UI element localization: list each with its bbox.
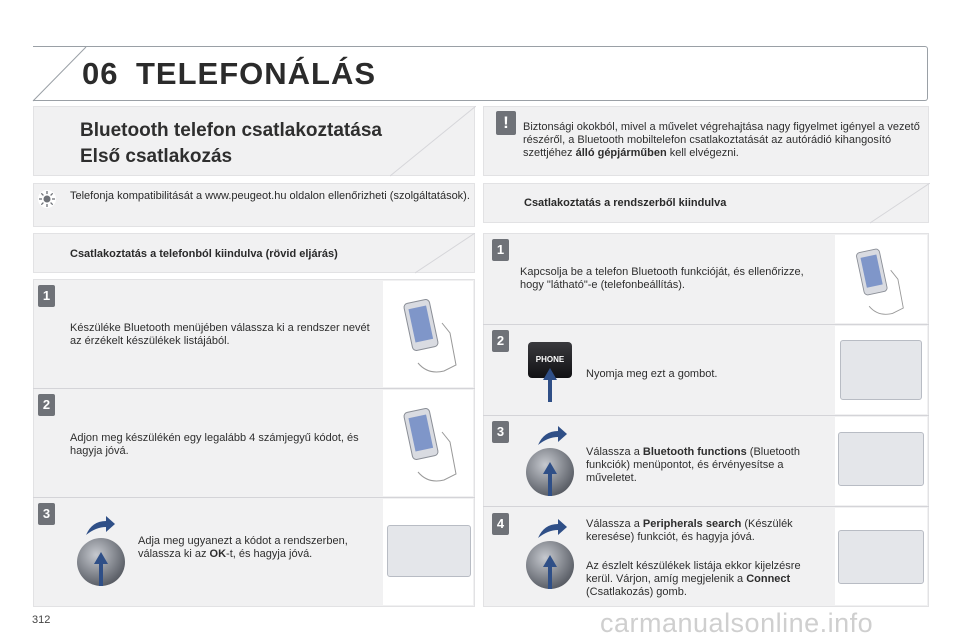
chapter-number: 06 — [82, 56, 119, 91]
step-text: Válassza a Peripherals search (Készülék … — [586, 518, 793, 543]
step-number-badge: 3 — [492, 421, 509, 443]
step-number-badge: 4 — [492, 513, 509, 535]
step-number-badge: 1 — [38, 285, 55, 307]
step-number-badge: 2 — [492, 330, 509, 352]
smartphone-hand-icon — [856, 248, 904, 315]
header-diagonal — [32, 46, 87, 102]
info-text: Telefonja kompatibilitását a www.peugeot… — [70, 190, 470, 202]
step-number-badge: 1 — [492, 239, 509, 261]
radio-unit-icon — [840, 340, 922, 400]
step-text: Válassza a Bluetooth functions (Bluetoot… — [586, 446, 800, 484]
watermark: carmanualsonline.info — [600, 608, 874, 638]
system-section-title-panel — [483, 183, 929, 223]
step-text: Nyomja meg ezt a gombot. — [586, 368, 718, 380]
smartphone-hand-icon — [403, 299, 457, 373]
rotate-arrow-icon — [538, 426, 567, 445]
chapter-title: TELEFONÁLÁS — [136, 56, 377, 91]
press-arrow-icon — [543, 368, 557, 402]
step-number-badge: 3 — [38, 503, 55, 525]
info-panel — [33, 183, 475, 227]
warning-text: Biztonsági okokból, mivel a művelet végr… — [523, 121, 920, 159]
section-subtitle: Első csatlakozás — [80, 146, 233, 167]
step-text-extra: Az észlelt készülékek listája ekkor kije… — [586, 560, 801, 598]
smartphone-hand-icon — [403, 408, 457, 482]
divider — [33, 388, 475, 389]
divider — [483, 324, 929, 325]
radio-unit-icon — [387, 525, 471, 577]
press-arrow-icon — [94, 552, 108, 586]
page-number: 312 — [32, 614, 51, 626]
divider — [483, 415, 929, 416]
radio-unit-icon — [838, 530, 924, 584]
rotate-arrow-icon — [538, 519, 567, 538]
divider — [483, 506, 929, 507]
section-title: Bluetooth telefon csatlakoztatása — [80, 120, 382, 141]
divider — [33, 497, 475, 498]
step-text: Készüléke Bluetooth menüjében válassza k… — [70, 322, 370, 347]
press-arrow-icon — [543, 462, 557, 496]
phone-section-title-panel — [33, 233, 475, 273]
warning-panel — [483, 106, 929, 176]
chapter-header — [33, 46, 928, 101]
step-text: Adjon meg készülékén egy legalább 4 szám… — [70, 432, 359, 457]
warning-icon: ! — [496, 111, 516, 135]
tip-icon — [38, 190, 56, 208]
press-arrow-icon — [543, 555, 557, 589]
radio-unit-icon — [838, 432, 924, 486]
phone-section-title: Csatlakoztatás a telefonból kiindulva (r… — [70, 248, 338, 260]
rotate-arrow-icon — [86, 516, 115, 535]
step-text: Adja meg ugyanezt a kódot a rendszerben,… — [138, 535, 348, 560]
step-text: Kapcsolja be a telefon Bluetooth funkció… — [520, 266, 804, 291]
system-section-title: Csatlakoztatás a rendszerből kiindulva — [524, 197, 727, 209]
step-number-badge: 2 — [38, 394, 55, 416]
